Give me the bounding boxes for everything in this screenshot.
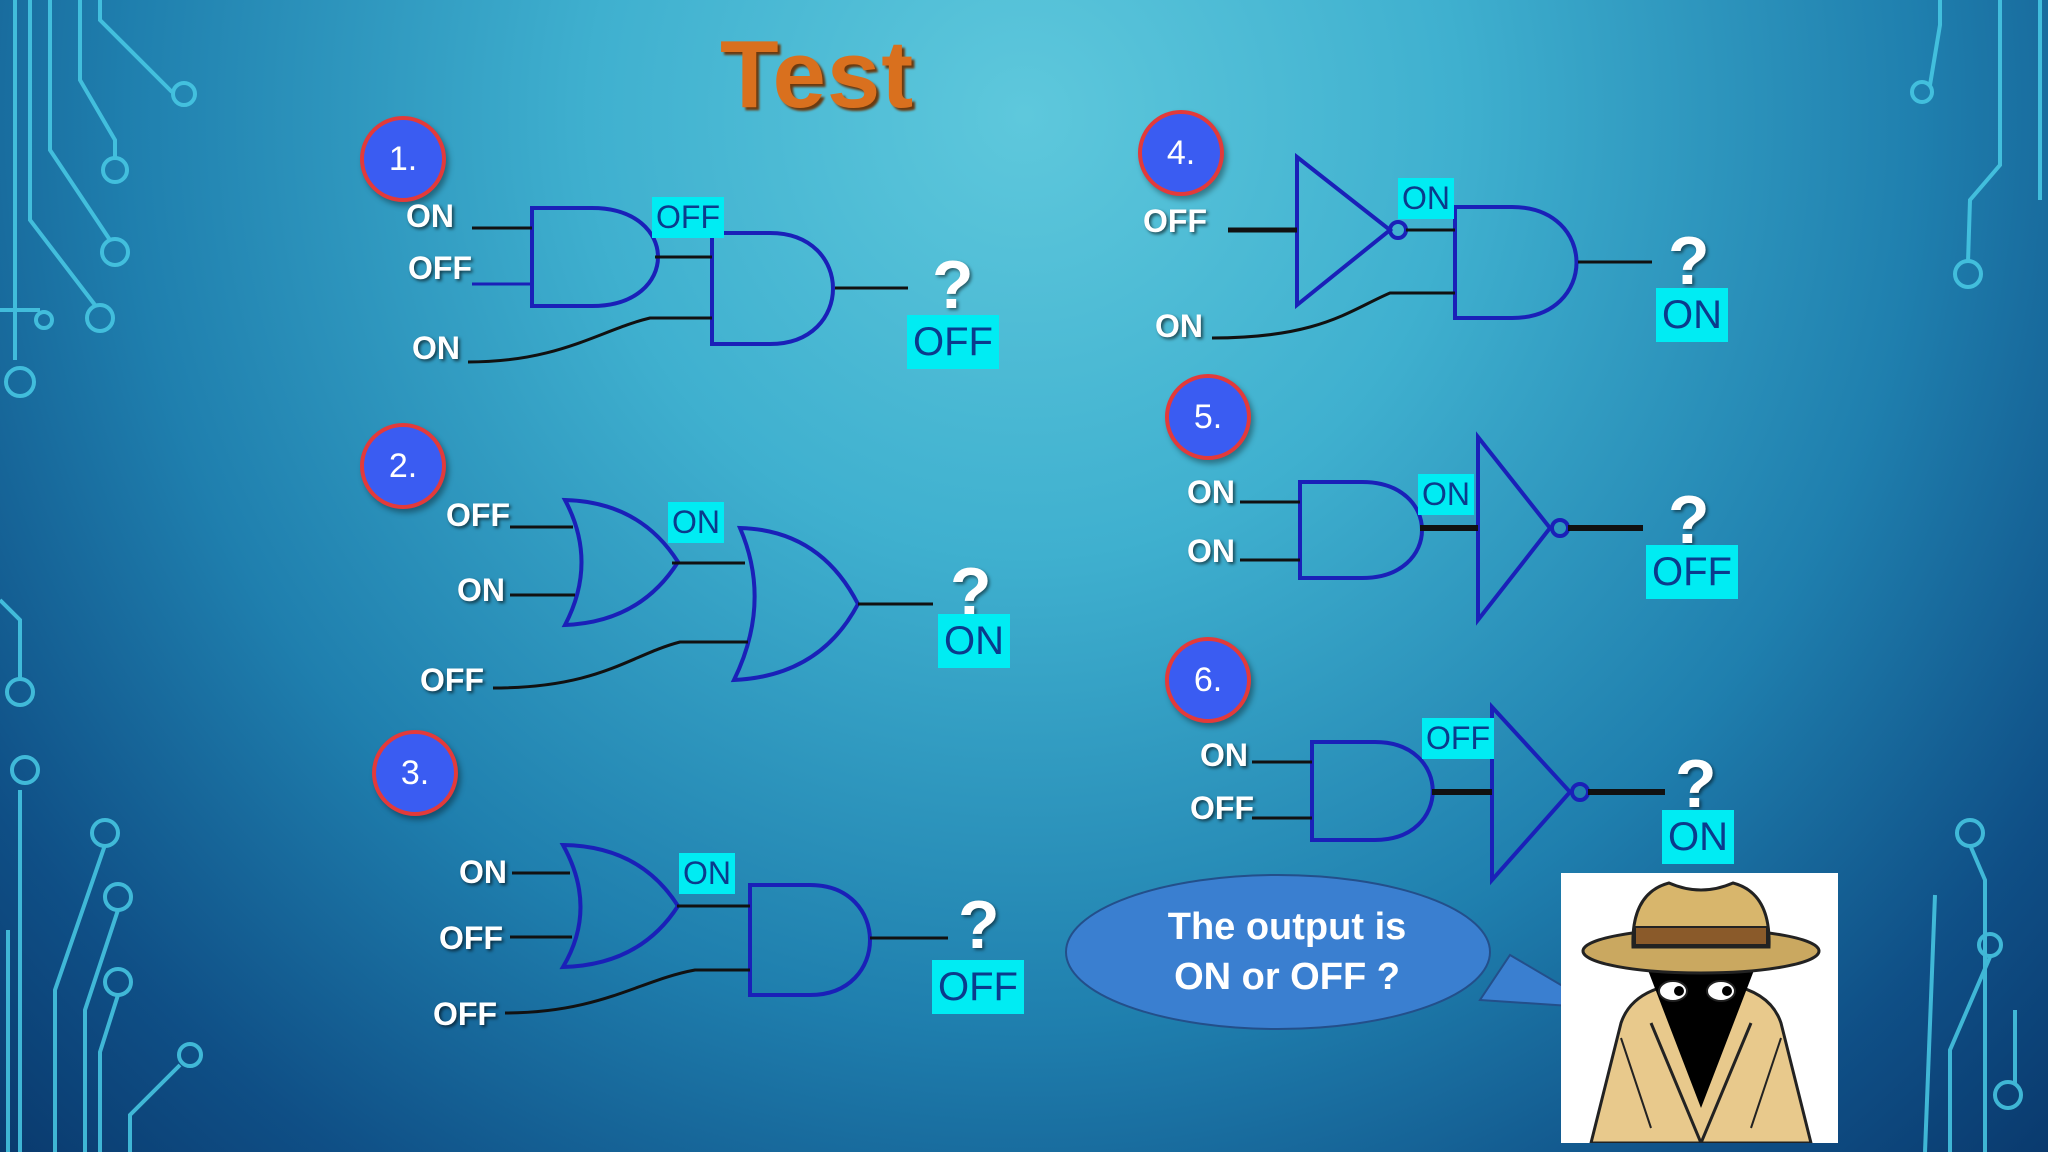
problem-6-not-gate [1490, 701, 1590, 886]
problem-5-answer: OFF [1646, 545, 1738, 599]
problem-3-input-b: OFF [439, 920, 503, 956]
problem-4-input-a: OFF [1143, 203, 1207, 239]
problem-5-input-b: ON [1187, 533, 1235, 569]
problem-6-number: 6. [1165, 637, 1251, 723]
speech-line-1: The output is [1167, 906, 1407, 948]
problem-6-input-a: ON [1200, 737, 1248, 773]
problem-1-and-gate-b [710, 231, 835, 346]
problem-4-question-mark: ? [1668, 223, 1710, 299]
problem-2-intermediate: ON [668, 502, 724, 543]
slide-title: Test [720, 21, 915, 128]
speech-line-2: ON or OFF ? [1174, 956, 1400, 998]
problem-4-answer: ON [1656, 288, 1728, 342]
problem-3-number: 3. [372, 730, 458, 816]
problem-4-number: 4. [1138, 110, 1224, 196]
problem-1-input-c: ON [412, 330, 460, 366]
problem-5-input-a: ON [1187, 474, 1235, 510]
problem-4-not-gate [1295, 152, 1408, 310]
problem-3-or-gate [559, 842, 681, 970]
problem-5-intermediate: ON [1418, 474, 1474, 515]
problem-1-input-b: OFF [408, 250, 472, 286]
problem-1-answer: OFF [907, 315, 999, 369]
problem-3-input-a: ON [459, 854, 507, 890]
problem-2-answer: ON [938, 614, 1010, 668]
problem-4-input-b: ON [1155, 308, 1203, 344]
problem-3-input-c: OFF [433, 996, 497, 1032]
problem-2-or-gate-b [730, 525, 861, 683]
problem-2-or-gate-a [561, 497, 681, 628]
problem-3-intermediate: ON [679, 853, 735, 894]
problem-1-intermediate: OFF [652, 197, 724, 238]
problem-3-answer: OFF [932, 960, 1024, 1014]
problem-5-and-gate [1298, 480, 1424, 580]
problem-2-number: 2. [360, 423, 446, 509]
problem-1-and-gate-a [530, 206, 660, 308]
problem-3-question-mark: ? [958, 887, 1000, 963]
spy-character-icon [1561, 873, 1838, 1147]
problem-2-input-a: OFF [446, 497, 510, 533]
problem-6-and-gate [1310, 740, 1435, 842]
problem-1-question-mark: ? [932, 247, 974, 323]
problem-4-intermediate: ON [1398, 178, 1454, 219]
problem-1-number: 1. [360, 116, 446, 202]
problem-4-and-gate [1453, 205, 1579, 320]
problem-3-and-gate [748, 883, 872, 997]
problem-6-answer: ON [1662, 810, 1734, 864]
problem-2-input-c: OFF [420, 662, 484, 698]
problem-6-question-mark: ? [1675, 746, 1717, 822]
speech-bubble-text: The output is ON or OFF ? [1092, 902, 1482, 1002]
problem-5-number: 5. [1165, 374, 1251, 460]
problem-6-intermediate: OFF [1422, 718, 1494, 759]
problem-5-not-gate [1476, 431, 1570, 626]
problem-6-input-b: OFF [1190, 790, 1254, 826]
problem-1-input-a: ON [406, 198, 454, 234]
problem-2-input-b: ON [457, 572, 505, 608]
